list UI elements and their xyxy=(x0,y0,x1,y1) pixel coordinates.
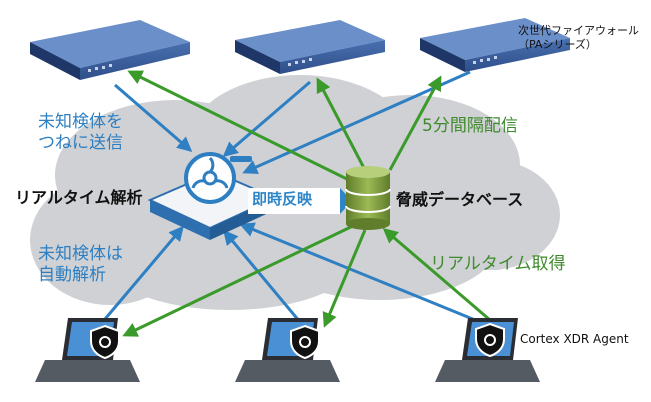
firewall-appliance-icon xyxy=(235,20,385,74)
instant-reflect-banner xyxy=(248,188,352,214)
blue-arrows xyxy=(98,70,481,326)
auto-analysis-line1: 未知検体は xyxy=(38,244,123,264)
firewall-appliance-icon xyxy=(420,18,570,72)
laptop-shield-icon xyxy=(235,318,340,382)
threat-db-label: 脅威データベース xyxy=(396,190,524,209)
firewall-appliance-icon xyxy=(30,20,190,80)
auto-analysis-label: 未知検体は 自動解析 xyxy=(38,244,123,287)
five-min-label: 5分間隔配信 xyxy=(422,116,518,136)
send-unknown-label: 未知検体を つねに送信 xyxy=(38,112,123,155)
laptop-shield-icon xyxy=(35,318,140,382)
realtime-analysis-label: リアルタイム解析 xyxy=(15,188,143,207)
firewall-title-line1: 次世代ファイアウォール xyxy=(518,24,639,37)
auto-analysis-line2: 自動解析 xyxy=(38,265,106,286)
green-arrows xyxy=(122,70,491,337)
database-icon xyxy=(345,166,391,230)
firewall-title-line2: （PAシリーズ） xyxy=(518,37,597,51)
firewall-title: 次世代ファイアウォール （PAシリーズ） xyxy=(518,24,639,52)
laptop-shield-icon xyxy=(435,318,540,382)
realtime-fetch-label: リアルタイム取得 xyxy=(430,254,566,274)
send-unknown-line1: 未知検体を xyxy=(38,112,123,132)
instant-reflect-label: 即時反映 xyxy=(252,190,313,208)
send-unknown-line2: つねに送信 xyxy=(38,133,123,154)
agent-label: Cortex XDR Agent xyxy=(520,332,629,346)
